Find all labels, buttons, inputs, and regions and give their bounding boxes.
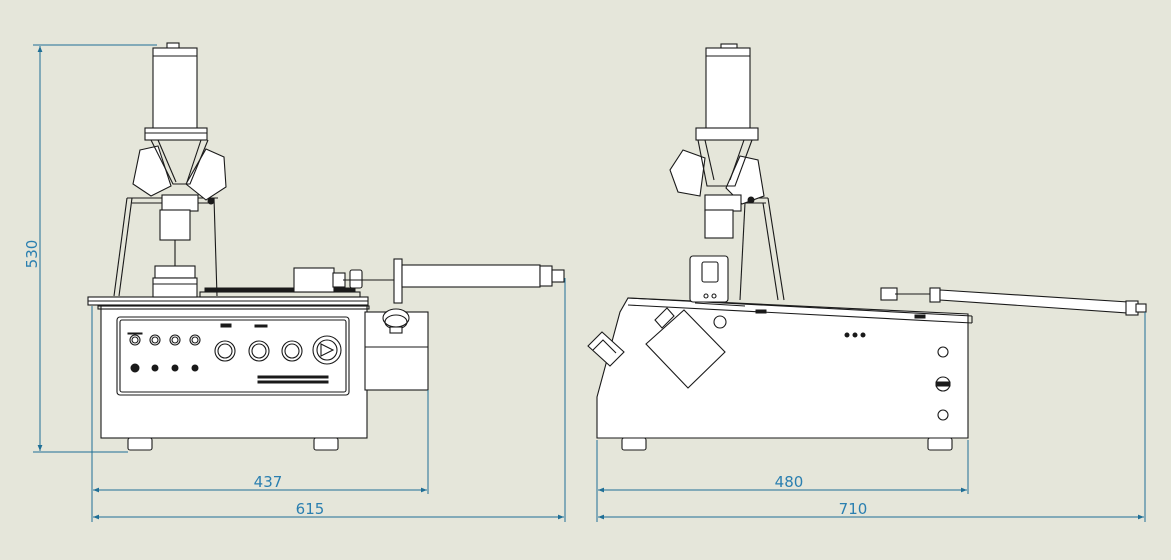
dimension-width-437: 437: [91, 306, 429, 522]
feed-arm-front: [293, 258, 565, 304]
dim-label-480: 480: [775, 473, 804, 491]
motor-front: [144, 42, 208, 141]
front-view: [87, 42, 565, 451]
dimension-length-710: 710: [598, 312, 1146, 522]
dim-label-530: 530: [23, 240, 41, 269]
dimension-length-480: 480: [596, 440, 969, 522]
dim-label-710: 710: [839, 500, 868, 518]
grinding-heads-side: [669, 139, 765, 239]
side-view: [587, 43, 1147, 451]
dim-label-437: 437: [254, 473, 283, 491]
dimension-width-615: 615: [93, 278, 566, 522]
motor-side: [695, 43, 759, 141]
feed-arm-side: [755, 287, 1147, 319]
grinding-heads-front: [132, 139, 227, 212]
dim-label-615: 615: [296, 500, 325, 518]
control-panel: [116, 316, 350, 396]
emergency-stop-front: [382, 308, 410, 334]
dimension-height-530: 530: [23, 44, 157, 453]
emergency-stop-side: [587, 331, 625, 367]
